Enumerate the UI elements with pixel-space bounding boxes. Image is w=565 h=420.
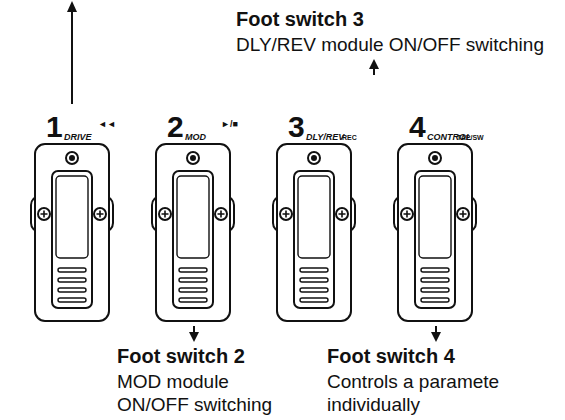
screw-dot xyxy=(433,156,437,160)
side-screw xyxy=(336,208,348,220)
screw-cross xyxy=(460,211,467,218)
switch-name: DRIVE xyxy=(64,133,92,142)
side-screw xyxy=(280,208,292,220)
pedal-plate xyxy=(294,171,334,308)
switch-number: 4 xyxy=(409,112,426,142)
switch-subfunction: ►/■ xyxy=(221,120,238,129)
screw-cross xyxy=(404,211,411,218)
side-screw xyxy=(38,208,50,220)
screw-cross xyxy=(162,211,169,218)
switch-subfunction: ◄◄ xyxy=(98,120,116,129)
callout-title: Foot switch 3 xyxy=(236,8,364,31)
foot-switch: 1DRIVE ◄◄ xyxy=(30,108,115,324)
screw-cross xyxy=(41,211,48,218)
side-screw xyxy=(457,208,469,220)
callout-title: Foot switch 2 xyxy=(117,345,245,368)
side-screw xyxy=(401,208,413,220)
pedal-housing xyxy=(35,144,109,321)
plate-groove xyxy=(300,278,328,282)
switch-name: DLY/REV xyxy=(306,133,344,142)
screw-cross xyxy=(283,211,290,218)
switch-number: 1 xyxy=(46,112,63,142)
plate-groove xyxy=(179,298,207,302)
plate-groove xyxy=(179,278,207,282)
pedal-plate xyxy=(415,171,455,308)
top-screw xyxy=(187,152,199,164)
plate-groove xyxy=(58,268,86,272)
callout-text: DLY/REV module ON/OFF switching xyxy=(236,33,544,56)
plate-groove xyxy=(58,288,86,292)
plate-panel xyxy=(298,176,330,258)
screw-dot xyxy=(191,156,195,160)
plate-groove xyxy=(421,268,449,272)
arrow-head xyxy=(369,59,379,69)
foot-switch: 3DLY/REVREC xyxy=(272,108,357,324)
pedal-housing xyxy=(156,144,230,321)
pedal-plate xyxy=(173,171,213,308)
switch-subfunction: REC xyxy=(342,134,357,141)
plate-panel xyxy=(419,176,451,258)
callout-text: MOD module ON/OFF switching xyxy=(117,370,282,416)
pedal-plate xyxy=(52,171,92,308)
screw-cross xyxy=(218,211,225,218)
plate-groove xyxy=(179,268,207,272)
switch-name: MOD xyxy=(185,133,206,142)
side-screw xyxy=(159,208,171,220)
switch-number: 2 xyxy=(167,112,184,142)
screw-cross xyxy=(339,211,346,218)
foot-switch: 2MOD ►/■ xyxy=(151,108,236,324)
switch-subfunction: TAP/SW xyxy=(457,134,484,141)
switch-number: 3 xyxy=(288,112,305,142)
plate-groove xyxy=(58,278,86,282)
arrow-head xyxy=(431,332,441,342)
plate-panel xyxy=(177,176,209,258)
top-screw xyxy=(66,152,78,164)
arrow-head xyxy=(67,1,77,12)
plate-panel xyxy=(56,176,88,258)
plate-groove xyxy=(421,298,449,302)
leader-line xyxy=(71,10,73,104)
plate-groove xyxy=(421,278,449,282)
side-screw xyxy=(94,208,106,220)
top-screw xyxy=(429,152,441,164)
plate-groove xyxy=(179,288,207,292)
screw-dot xyxy=(312,156,316,160)
screw-dot xyxy=(70,156,74,160)
plate-groove xyxy=(421,288,449,292)
side-screw xyxy=(215,208,227,220)
plate-groove xyxy=(58,298,86,302)
pedal-housing xyxy=(277,144,351,321)
plate-groove xyxy=(300,298,328,302)
top-screw xyxy=(308,152,320,164)
arrow-head xyxy=(189,332,199,342)
pedal-housing xyxy=(398,144,472,321)
foot-switch: 4CONTROLTAP/SW xyxy=(393,108,478,324)
screw-cross xyxy=(97,211,104,218)
plate-groove xyxy=(300,288,328,292)
callout-text: Controls a paramete individually xyxy=(327,370,557,416)
plate-groove xyxy=(300,268,328,272)
callout-title: Foot switch 4 xyxy=(327,345,455,368)
